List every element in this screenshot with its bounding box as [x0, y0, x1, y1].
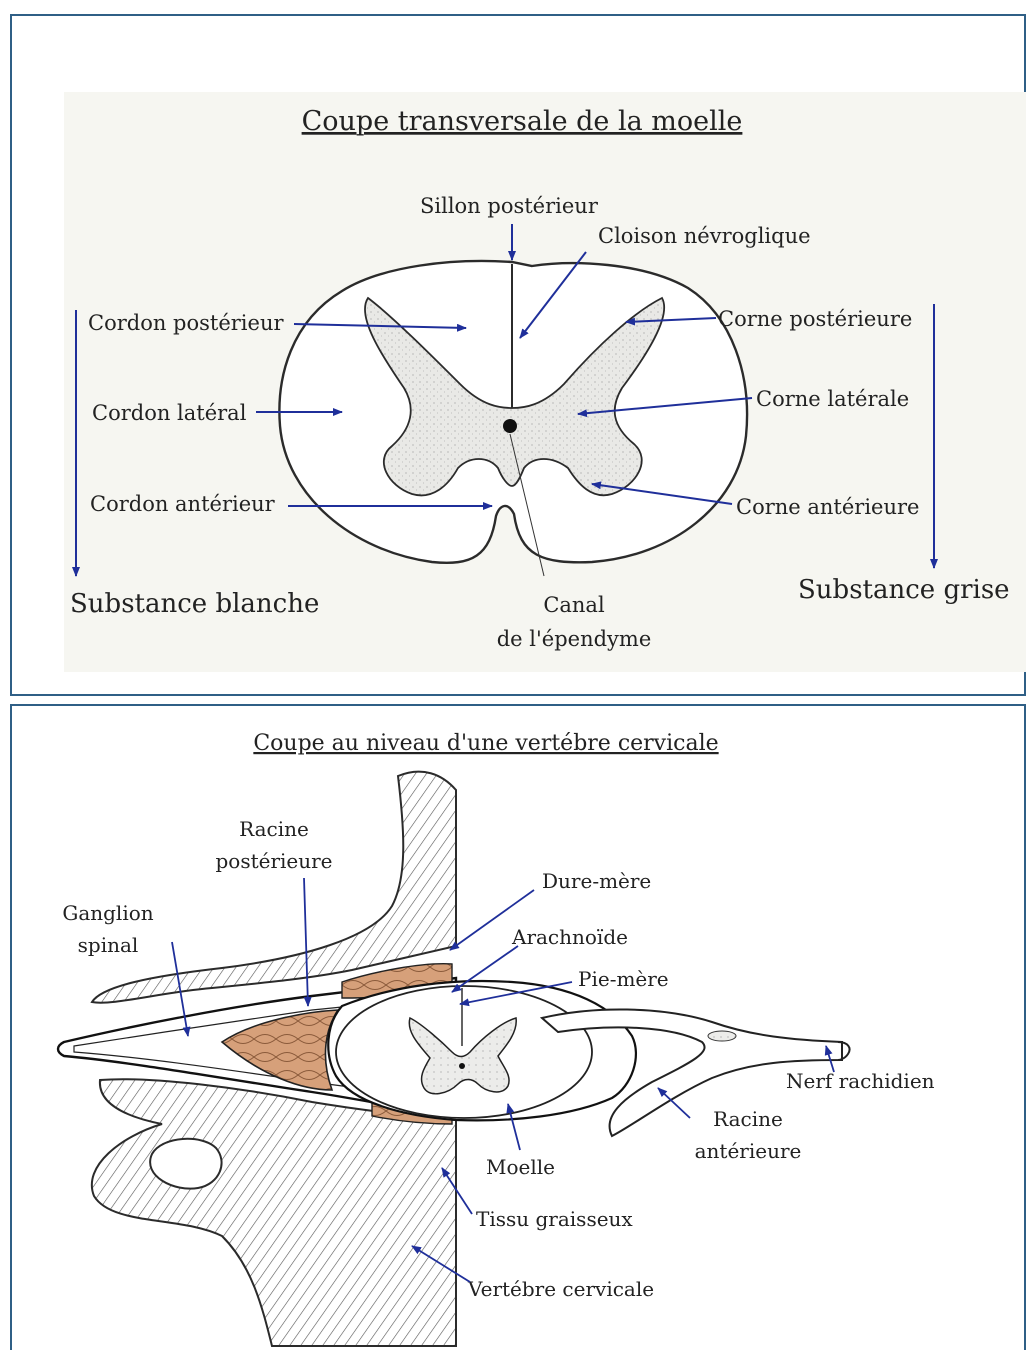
label-racine-anterieure-1: Racine [713, 1107, 783, 1131]
label-substance-grise: Substance grise [798, 575, 1010, 605]
label-sillon-posterieur: Sillon postérieur [420, 194, 599, 218]
label-moelle: Moelle [486, 1155, 555, 1179]
label-ganglion-1: Ganglion [62, 901, 153, 925]
label-corne-posterieure: Corne postérieure [718, 307, 912, 331]
label-pie-mere: Pie-mère [578, 967, 669, 991]
cord-central-canal [459, 1063, 465, 1069]
label-racine-posterieure-1: Racine [239, 817, 309, 841]
bottom-diagram-title: Coupe au niveau d'une vertébre cervicale [253, 731, 718, 756]
central-canal [503, 419, 517, 433]
label-racine-posterieure-2: postérieure [215, 849, 332, 873]
bottom-diagram-panel: Coupe au niveau d'une vertébre cervicale… [10, 704, 1026, 1350]
spinal-cord [336, 986, 592, 1118]
spinal-cord-cross-section: Coupe transversale de la moelle Sillon p… [12, 16, 1024, 694]
label-canal-line2: de l'épendyme [497, 627, 652, 651]
top-diagram-panel: Coupe transversale de la moelle Sillon p… [10, 14, 1026, 696]
label-cloison-nevroglique: Cloison névroglique [598, 224, 811, 248]
label-vertebre-cervicale: Vertébre cervicale [467, 1277, 654, 1301]
nerve-small-oval [708, 1031, 736, 1041]
label-tissu-graisseux: Tissu graisseux [476, 1207, 633, 1231]
label-cordon-posterieur: Cordon postérieur [88, 311, 284, 335]
label-arachnoide: Arachnoïde [511, 925, 628, 949]
label-canal-line1: Canal [543, 593, 605, 617]
arrow-racine-posterieure [304, 878, 308, 1006]
label-corne-anterieure: Corne antérieure [736, 495, 919, 519]
cervical-vertebra-section: Coupe au niveau d'une vertébre cervicale… [12, 706, 1024, 1350]
top-diagram-title: Coupe transversale de la moelle [302, 106, 743, 137]
label-corne-laterale: Corne latérale [756, 387, 909, 411]
label-substance-blanche: Substance blanche [70, 589, 319, 619]
label-dure-mere: Dure-mère [542, 869, 651, 893]
label-cordon-lateral: Cordon latéral [92, 401, 247, 425]
label-ganglion-2: spinal [78, 933, 139, 957]
label-racine-anterieure-2: antérieure [695, 1139, 802, 1163]
label-cordon-anterieur: Cordon antérieur [90, 492, 276, 516]
label-nerf-rachidien: Nerf rachidien [786, 1069, 935, 1093]
